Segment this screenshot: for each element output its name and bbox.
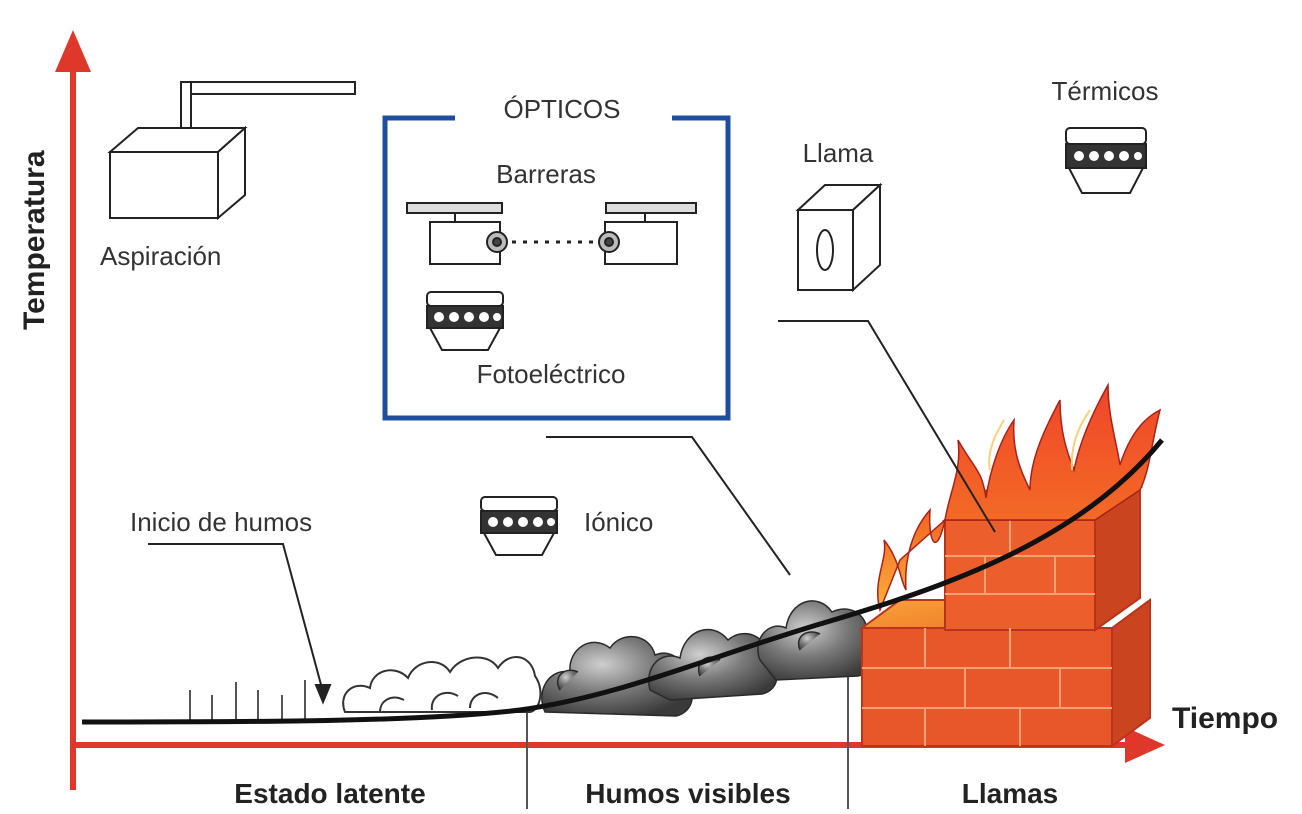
latent-ticks xyxy=(189,680,306,720)
beam-receiver-icon xyxy=(598,202,697,265)
optical-group-box xyxy=(382,115,731,421)
aspiration-detector-icon xyxy=(107,81,356,221)
light-smoke-clouds xyxy=(342,656,542,713)
x-axis-label: Tiempo xyxy=(1172,702,1278,735)
stage-label-visible-smoke: Humos visibles xyxy=(585,778,790,809)
photoelectric-detector-icon xyxy=(426,291,504,351)
thermal-label: Térmicos xyxy=(1052,76,1159,106)
dark-smoke-clouds xyxy=(541,600,877,717)
flames xyxy=(876,382,1162,613)
flame-detector-icon xyxy=(795,182,883,293)
stage-label-flames: Llamas xyxy=(962,778,1059,809)
smoke-start-pointer xyxy=(148,543,332,705)
beam-emitter-icon xyxy=(406,202,508,265)
flame-label: Llama xyxy=(803,138,874,168)
optical-group-title: ÓPTICOS xyxy=(503,94,620,124)
ionic-label: Iónico xyxy=(584,507,653,537)
stage-label-latent: Estado latente xyxy=(234,778,425,809)
beam-label: Barreras xyxy=(496,159,596,189)
aspiration-label: Aspiración xyxy=(100,241,221,271)
y-axis-label: Temperatura xyxy=(18,150,51,330)
ionic-detector-icon xyxy=(480,496,558,556)
detection-pointers xyxy=(546,320,996,576)
brick-wall xyxy=(858,486,1151,748)
photoelectric-label: Fotoeléctrico xyxy=(477,359,626,389)
smoke-start-label: Inicio de humos xyxy=(130,507,312,537)
thermal-detector-icon xyxy=(1065,127,1147,194)
fire-curve xyxy=(81,438,1164,725)
y-axis xyxy=(55,30,91,790)
